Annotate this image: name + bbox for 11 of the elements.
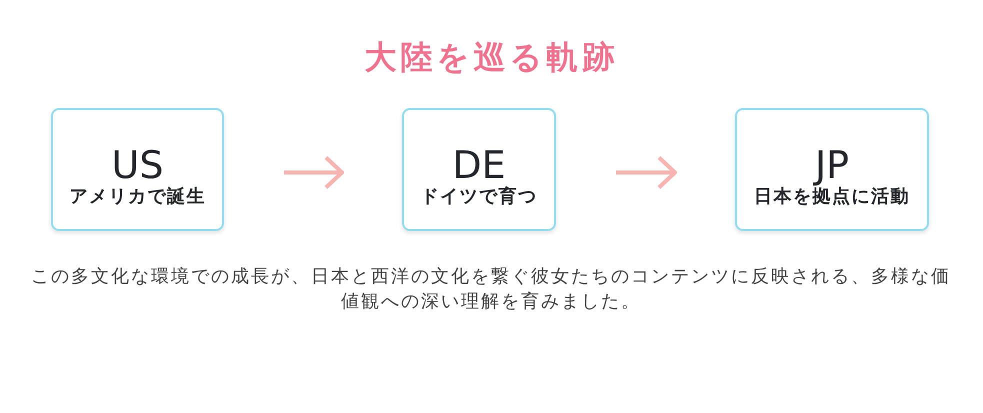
- card-label: アメリカで誕生: [69, 184, 206, 208]
- card-label: 日本を拠点に活動: [754, 186, 910, 208]
- card-label: ドイツで育つ: [420, 184, 538, 208]
- country-card: [51, 108, 224, 231]
- country-code: US: [112, 144, 164, 184]
- diagram-title: 大陸を巡る軌跡: [364, 37, 618, 78]
- country-card: [735, 108, 929, 231]
- country-code: DE: [452, 144, 506, 184]
- country-card: [402, 108, 556, 231]
- country-code: JP: [814, 144, 850, 184]
- caption-text: この多文化な環境での成長が、日本と西洋の文化を繋ぐ彼女たちのコンテンツに反映される、多様な価値観への深い理解を育みました。: [30, 265, 952, 314]
